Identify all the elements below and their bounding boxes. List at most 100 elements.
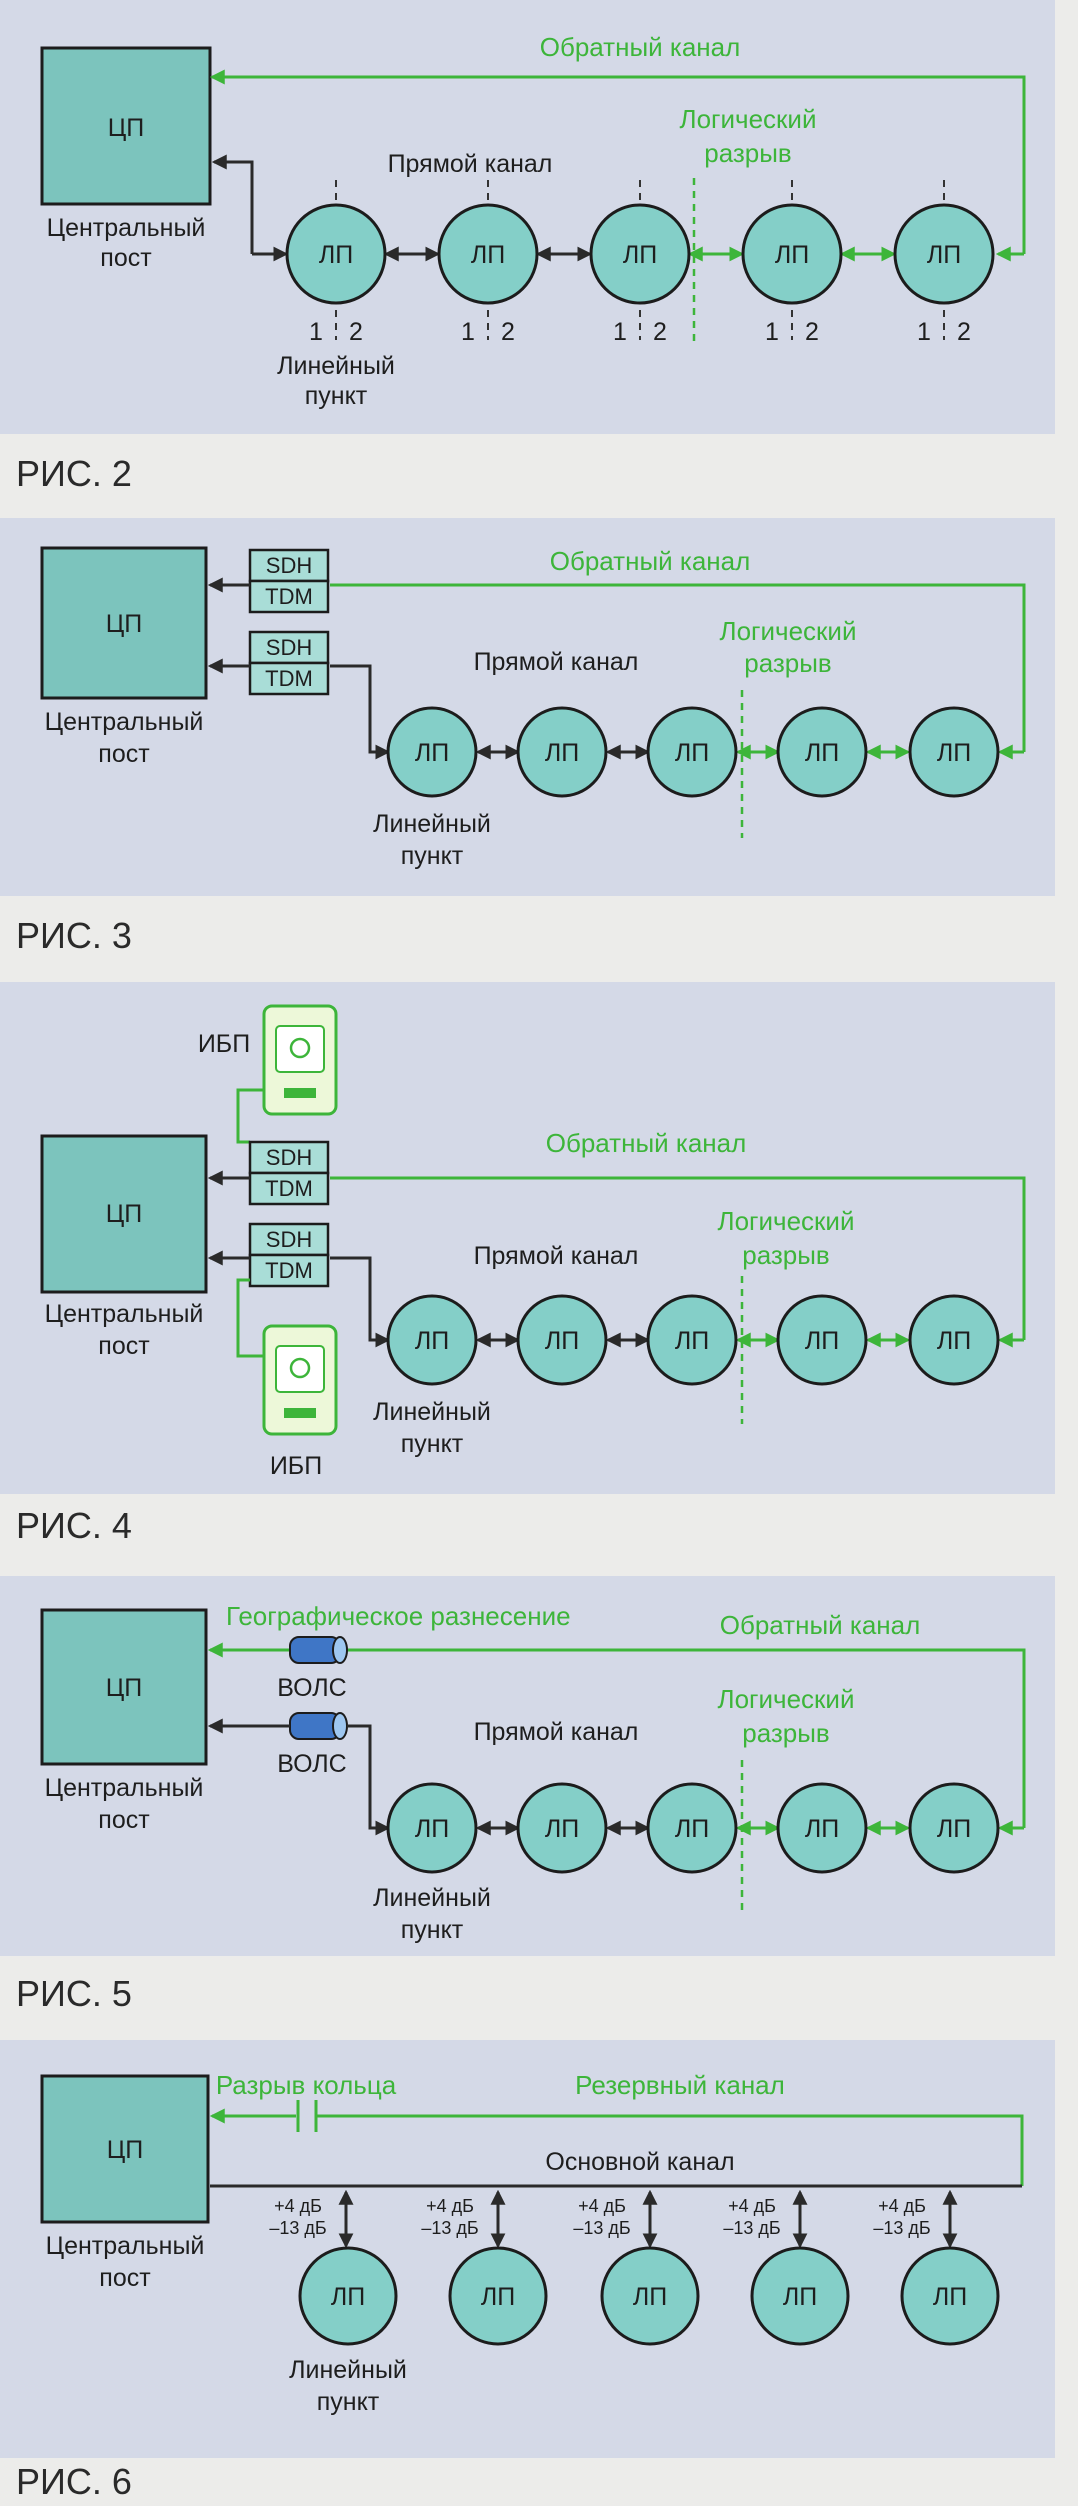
fiber-cable-end [332,1636,348,1664]
central-post-label-line1: Центральный [47,214,206,242]
line-point-label-line2: пункт [401,842,464,870]
line-point-label-line2: пункт [401,1430,464,1458]
mux-tdm-label: TDM [265,1258,313,1283]
fiber-cable-upper: ВОЛС [277,1636,348,1702]
mux-tdm-lower [248,1253,330,1288]
line-point-node-5 [908,1782,1000,1874]
forward-link-cp [347,1724,391,1836]
line-point-abbr: ЛП [927,241,961,269]
fiber-cable-end [332,1712,348,1740]
ups-power-line [236,1278,264,1358]
line-point-node-2 [437,203,539,305]
ups-label: ИБП [198,1030,250,1058]
central-post-abbr: ЦП [106,610,142,638]
line-point-abbr: ЛП [937,1327,971,1355]
line-point-abbr: ЛП [805,1327,839,1355]
line-point-abbr: ЛП [805,1815,839,1843]
central-post-box [40,2074,210,2224]
port-2-label: 2 [653,318,667,346]
ups-indicator [289,1037,311,1059]
gain-minus-label: –13 дБ [421,2218,478,2238]
mux-tdm-upper [248,1171,330,1206]
line-point-abbr: ЛП [775,241,809,269]
logical-break-label-line1: Логический [718,1684,855,1714]
line-point-label-line2: пункт [317,2388,380,2416]
mux-sdh-lower [248,630,330,665]
central-post-abbr: ЦП [106,1674,142,1702]
line-point-node-5 [908,1294,1000,1386]
central-post-label-line2: пост [98,740,150,768]
central-post-abbr: ЦП [106,1200,142,1228]
reverse-channel-label: Обратный канал [550,546,751,576]
mux-sdh-label: SDH [266,635,312,660]
logical-break-label-line2: разрыв [742,1718,830,1748]
line-point-node-4 [776,1294,868,1386]
central-post-label-line2: пост [99,2264,151,2292]
line-point-abbr: ЛП [623,241,657,269]
gain-plus-label: +4 дБ [728,2196,776,2216]
ring-break-label: Разрыв кольца [216,2070,397,2100]
logical-break-label-line2: разрыв [744,648,832,678]
reverse-channel-line [330,583,1026,752]
forward-channel-label: Прямой канал [474,648,639,676]
line-point-abbr: ЛП [675,1327,709,1355]
line-point-abbr: ЛП [675,1815,709,1843]
central-post-box [40,1608,208,1766]
ups-label: ИБП [270,1452,322,1480]
figure-4-caption: РИС. 4 [16,1505,132,1546]
figure-3: ЦП Центральный пост SDH TDM SDH TDM Обра… [0,518,1055,896]
line-point-node-3 [646,1782,738,1874]
line-point-abbr: ЛП [633,2283,667,2311]
line-point-label-line1: Линейный [373,810,491,838]
line-point-node-2 [516,706,608,798]
line-point-node-1 [386,1294,478,1386]
port-2-label: 2 [805,318,819,346]
central-post-label-line2: пост [98,1806,150,1834]
line-point-abbr: ЛП [545,739,579,767]
ups-power-line [236,1088,264,1144]
figure-6: ЦП Центральный пост Разрыв кольца Резерв… [0,2040,1055,2458]
gain-minus-label: –13 дБ [873,2218,930,2238]
central-post-label-line2: пост [98,1332,150,1360]
figure-3-caption: РИС. 3 [16,915,132,956]
reverse-channel-label: Обратный канал [540,32,741,62]
central-post-box [40,1134,208,1294]
ups-screen [275,1345,325,1393]
logical-break-label-line1: Логический [680,104,817,134]
line-point-abbr: ЛП [937,1815,971,1843]
central-post-box [40,546,208,700]
gain-minus-label: –13 дБ [723,2218,780,2238]
line-point-node-2 [516,1782,608,1874]
fiber-optic-label: ВОЛС [277,1674,346,1702]
ups-lower: ИБП [236,1278,338,1480]
reverse-channel-label: Обратный канал [546,1128,747,1158]
reverse-channel-line [209,69,1026,254]
central-post-box [40,46,212,206]
port-1-label: 1 [309,318,323,346]
ups-base [284,1408,316,1418]
line-point-node-2 [448,2246,548,2346]
mux-tdm-upper [248,579,330,614]
line-point-node-4 [750,2246,850,2346]
line-point-abbr: ЛП [319,241,353,269]
port-2-label: 2 [501,318,515,346]
mux-tdm-lower [248,661,330,696]
central-post-label-line1: Центральный [45,1774,204,1802]
line-point-node-4 [776,1782,868,1874]
port-2-label: 2 [957,318,971,346]
line-point-label-line2: пункт [401,1916,464,1944]
port-1-label: 1 [917,318,931,346]
mux-sdh-label: SDH [266,1145,312,1170]
gain-plus-label: +4 дБ [426,2196,474,2216]
forward-channel-label: Прямой канал [388,150,553,178]
figure-5-caption: РИС. 5 [16,1973,132,2014]
line-point-abbr: ЛП [545,1815,579,1843]
logical-break-label-line2: разрыв [704,138,792,168]
ups-indicator [289,1357,311,1379]
backup-channel-label: Резервный канал [575,2070,785,2100]
line-point-label-line2: пункт [305,382,368,410]
forward-link-cp [330,1256,391,1348]
central-post-label-line1: Центральный [45,708,204,736]
gain-minus-label: –13 дБ [269,2218,326,2238]
